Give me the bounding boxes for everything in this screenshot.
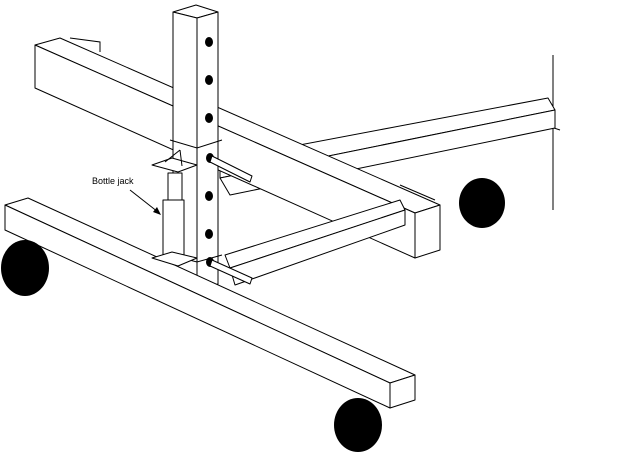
bottle-jack-label: Bottle jack — [92, 176, 134, 186]
wheel-back-right — [459, 178, 505, 228]
wheel-front-right — [334, 398, 382, 452]
wall-edge — [544, 55, 561, 210]
label-arrow — [129, 189, 161, 215]
bottle-jack — [151, 149, 198, 267]
wheel-front-left — [1, 240, 49, 296]
cross-beam-lower — [224, 199, 406, 286]
front-beam — [4, 197, 416, 409]
back-beam — [34, 37, 441, 259]
pins — [209, 155, 253, 285]
